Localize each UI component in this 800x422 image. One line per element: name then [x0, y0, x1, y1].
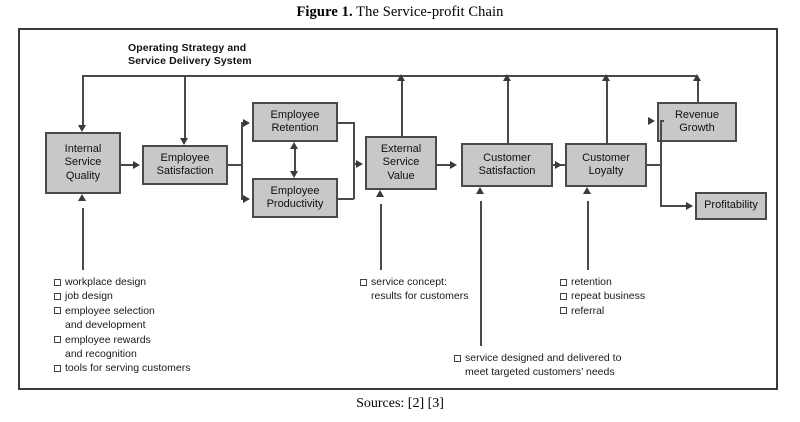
- bus-arrow-employee-satisfaction: [180, 138, 189, 145]
- figure-number: Figure 1.: [296, 4, 353, 20]
- node-external-service-value-label: External Service Value: [380, 142, 422, 182]
- arrow-to-customer-satisfaction: [450, 160, 457, 169]
- list-item: referral: [560, 304, 700, 318]
- operating-strategy-heading: Operating Strategy and Service Delivery …: [128, 42, 252, 67]
- list-item: job design: [54, 289, 244, 303]
- link-split-to-profitability: [660, 205, 690, 207]
- bus-arrow-customer-loyalty: [602, 74, 611, 81]
- bus-arrow-revenue-growth: [693, 74, 702, 81]
- diagram-frame: Operating Strategy and Service Delivery …: [18, 28, 778, 390]
- node-external-service-value[interactable]: External Service Value: [365, 136, 437, 190]
- list-item: tools for serving customers: [54, 361, 244, 375]
- list-internal-service-quality-drivers: workplace design job design employee sel…: [54, 275, 244, 376]
- node-profitability-label: Profitability: [704, 199, 758, 212]
- node-profitability[interactable]: Profitability: [695, 192, 767, 220]
- node-revenue-growth[interactable]: Revenue Growth: [657, 102, 737, 142]
- node-employee-retention-label: Employee Retention: [270, 108, 320, 135]
- arrow-retention-to-productivity: [290, 171, 299, 178]
- bus-stem-internal: [82, 75, 84, 125]
- diagram-canvas: Operating Strategy and Service Delivery …: [20, 30, 776, 388]
- link-retention-merge: [338, 122, 354, 124]
- figure-title: Figure 1. The Service-profit Chain: [0, 4, 800, 21]
- list-item: repeat business: [560, 289, 700, 303]
- link-empsat-out: [228, 164, 242, 166]
- arrow-to-employee-retention: [243, 118, 250, 127]
- bus-stem-external-value: [401, 80, 403, 136]
- arrow-to-profitability: [686, 201, 693, 210]
- link-empsat-split-riser: [241, 122, 243, 198]
- list-item: retention: [560, 275, 700, 289]
- driver-arrow-customer-loyalty: [583, 187, 592, 194]
- arrow-to-external-service-value: [356, 159, 363, 168]
- bus-arrow-customer-satisfaction: [503, 74, 512, 81]
- node-internal-service-quality[interactable]: Internal Service Quality: [45, 132, 121, 194]
- node-revenue-growth-label: Revenue Growth: [674, 108, 720, 135]
- arrow-isq-to-empsat: [133, 160, 140, 169]
- node-customer-loyalty[interactable]: Customer Loyalty: [565, 143, 647, 187]
- bus-stem-customer-satisfaction: [507, 80, 509, 143]
- link-split-to-revenue: [660, 120, 664, 122]
- bus-arrow-internal: [78, 125, 87, 132]
- bus-stem-employee-satisfaction: [184, 75, 186, 138]
- bus-stem-customer-loyalty: [606, 80, 608, 143]
- list-external-service-value-drivers: service concept: results for customers: [360, 275, 520, 304]
- arrow-to-revenue-growth: [648, 116, 655, 125]
- link-isq-to-empsat: [121, 164, 134, 166]
- node-internal-service-quality-label: Internal Service Quality: [64, 142, 102, 182]
- link-merge-to-external-value: [353, 163, 358, 165]
- arrow-productivity-to-retention: [290, 142, 299, 149]
- driver-line-customer-satisfaction: [480, 201, 482, 346]
- node-customer-satisfaction[interactable]: Customer Satisfaction: [461, 143, 553, 187]
- link-productivity-merge: [338, 198, 354, 200]
- arrow-to-employee-productivity: [243, 194, 250, 203]
- bus-stem-revenue-growth: [697, 80, 699, 102]
- driver-line-customer-loyalty: [587, 201, 589, 270]
- link-custloy-split-riser: [660, 120, 662, 206]
- driver-line-internal-service-quality: [82, 208, 84, 270]
- list-item: employee selection and development: [54, 304, 244, 333]
- list-customer-satisfaction-drivers: service designed and delivered to meet t…: [454, 351, 684, 380]
- feedback-bus-line: [82, 75, 697, 77]
- figure-title-text: The Service-profit Chain: [356, 4, 504, 20]
- arrow-to-customer-loyalty: [555, 160, 562, 169]
- list-item: service designed and delivered to meet t…: [454, 351, 684, 380]
- driver-arrow-internal-service-quality: [78, 194, 87, 201]
- node-employee-satisfaction-label: Employee Satisfaction: [156, 151, 214, 178]
- node-employee-productivity[interactable]: Employee Productivity: [252, 178, 338, 218]
- node-employee-productivity-label: Employee Productivity: [266, 184, 324, 211]
- node-customer-satisfaction-label: Customer Satisfaction: [478, 151, 536, 178]
- node-employee-retention[interactable]: Employee Retention: [252, 102, 338, 142]
- link-merge-riser: [353, 122, 355, 199]
- driver-arrow-external-service-value: [376, 190, 385, 197]
- link-custloy-out: [647, 164, 661, 166]
- list-customer-loyalty-drivers: retention repeat business referral: [560, 275, 700, 318]
- node-customer-loyalty-label: Customer Loyalty: [582, 151, 630, 178]
- figure-source-caption: Sources: [2] [3]: [356, 396, 444, 411]
- bus-arrow-external-value: [397, 74, 406, 81]
- list-item: service concept: results for customers: [360, 275, 520, 304]
- node-employee-satisfaction[interactable]: Employee Satisfaction: [142, 145, 228, 185]
- list-item: workplace design: [54, 275, 244, 289]
- driver-arrow-customer-satisfaction: [476, 187, 485, 194]
- driver-line-external-service-value: [380, 204, 382, 270]
- link-extval-to-custsat: [437, 164, 451, 166]
- link-retention-productivity: [294, 148, 296, 172]
- list-item: employee rewards and recognition: [54, 333, 244, 362]
